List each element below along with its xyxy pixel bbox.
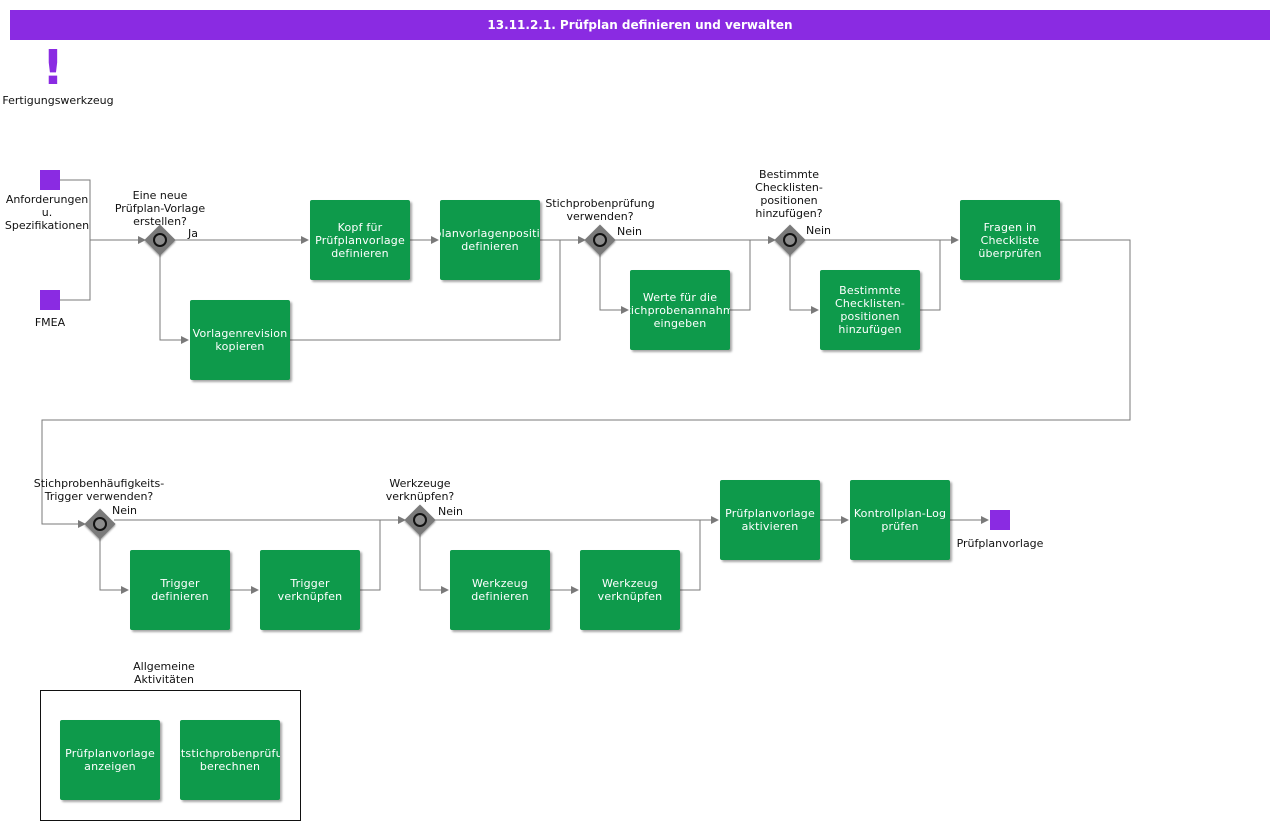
- gateway-1-branch: Ja: [188, 227, 198, 240]
- gateway-4-question: Stichprobenhäufigkeits- Trigger verwende…: [33, 477, 165, 503]
- gateway-1-marker: [153, 233, 167, 247]
- task-fragen-ueberpruefen[interactable]: Fragen in Checkliste überprüfen: [960, 200, 1060, 280]
- task-teststichprobenpruefung-berechnen[interactable]: Teststichprobenprüfung berechnen: [180, 720, 280, 800]
- diagram-title: 13.11.2.1. Prüfplan definieren und verwa…: [10, 10, 1270, 40]
- task-pruefplanvorlage-anzeigen[interactable]: Prüfplanvorlage anzeigen: [60, 720, 160, 800]
- gateway-2-branch: Nein: [617, 225, 643, 238]
- start-event-fmea[interactable]: [40, 290, 60, 310]
- general-group-title: Allgemeine Aktivitäten: [133, 660, 195, 686]
- task-vorlagenrevision-kopieren[interactable]: Vorlagenrevision kopieren: [190, 300, 290, 380]
- start-event-fmea-label: FMEA: [34, 316, 66, 329]
- gateway-4-branch: Nein: [112, 504, 138, 517]
- task-kopf-definieren[interactable]: Kopf für Prüfplanvorlage definieren: [310, 200, 410, 280]
- gateway-3-question: Bestimmte Checklisten- positionen hinzuf…: [755, 168, 823, 220]
- gateway-5-question: Werkzeuge verknüpfen?: [385, 477, 455, 503]
- annotation-label: Fertigungswerkzeug: [2, 94, 114, 107]
- start-event-anforderungen-label: Anforderungen u. Spezifikationen: [4, 193, 90, 232]
- end-event-pruefplanvorlage[interactable]: [990, 510, 1010, 530]
- task-positionen-definieren[interactable]: Prüfplanvorlagenpositionen definieren: [440, 200, 540, 280]
- gateway-5-branch: Nein: [438, 505, 464, 518]
- start-event-anforderungen[interactable]: [40, 170, 60, 190]
- task-werkzeug-verknuepfen[interactable]: Werkzeug verknüpfen: [580, 550, 680, 630]
- gateway-3-branch: Nein: [806, 224, 832, 237]
- task-werte-eingeben[interactable]: Werte für die Stichprobenannahme eingebe…: [630, 270, 730, 350]
- task-kontrollplan-log-pruefen[interactable]: Kontrollplan-Log prüfen: [850, 480, 950, 560]
- gateway-2-question: Stichprobenprüfung verwenden?: [545, 197, 655, 223]
- gateway-5-marker: [413, 513, 427, 527]
- gateway-1-question: Eine neue Prüfplan-Vorlage erstellen?: [114, 189, 206, 228]
- general-activities-group: [40, 690, 301, 821]
- exclamation-icon: !: [42, 40, 64, 96]
- task-trigger-definieren[interactable]: Trigger definieren: [130, 550, 230, 630]
- task-pruefplanvorlage-aktivieren[interactable]: Prüfplanvorlage aktivieren: [720, 480, 820, 560]
- task-trigger-verknuepfen[interactable]: Trigger verknüpfen: [260, 550, 360, 630]
- task-werkzeug-definieren[interactable]: Werkzeug definieren: [450, 550, 550, 630]
- gateway-2-marker: [593, 233, 607, 247]
- gateway-4-marker: [93, 517, 107, 531]
- gateway-3-marker: [783, 233, 797, 247]
- end-event-label: Prüfplanvorlage: [956, 537, 1044, 550]
- task-checklistenpositionen-hinzufuegen[interactable]: Bestimmte Checklisten- positionen hinzuf…: [820, 270, 920, 350]
